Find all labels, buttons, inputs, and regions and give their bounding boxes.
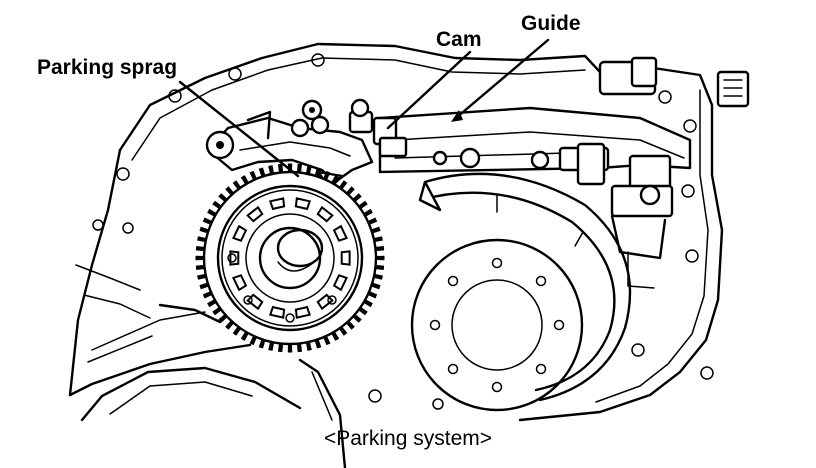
gear-holes [227,253,337,323]
lower-housing [68,264,347,468]
parking-sprag [205,110,374,190]
gear-teeth [195,163,385,353]
label-cam: Cam [436,28,482,51]
parking-gear [195,163,385,353]
drum-disc [410,172,632,412]
guide-linkage [378,106,692,289]
cam [301,98,408,158]
drum-bolt-holes [429,257,565,393]
leader-parking-sprag [178,80,300,178]
label-parking-sprag: Parking sprag [37,56,178,79]
leader-guide [454,38,550,120]
spline-ring [229,197,351,319]
housing-bolt-holes [92,53,714,410]
diagram-caption: <Parking system> [323,427,493,450]
leader-cam [386,50,472,130]
transmission-housing [68,42,750,422]
leader-lines [178,38,550,178]
label-guide: Guide [521,12,581,35]
